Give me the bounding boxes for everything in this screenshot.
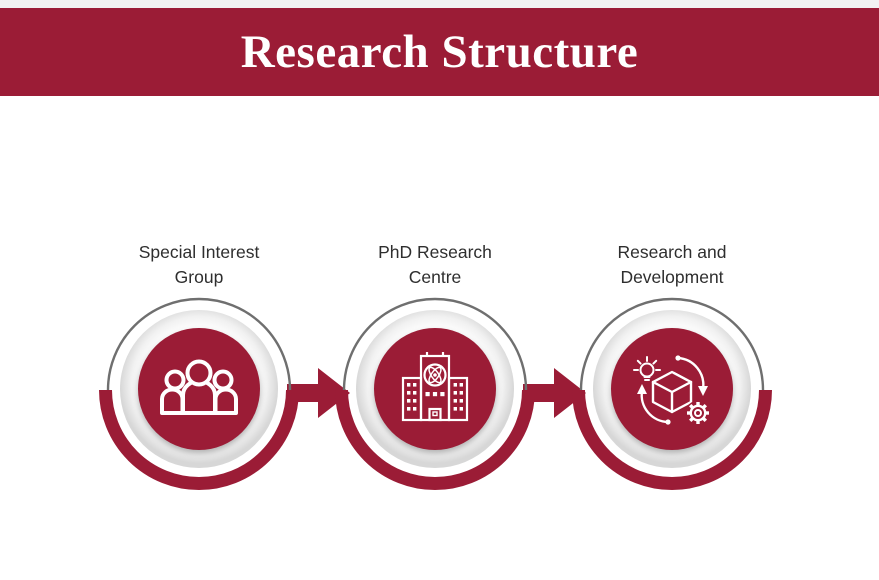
lightbulb-icon (633, 356, 661, 381)
label-research-and-development: Research and Development (557, 238, 787, 290)
label-special-interest-group: Special Interest Group (84, 238, 314, 290)
node-ring (335, 297, 535, 490)
header-banner: Research Structure (0, 8, 879, 96)
building-windows (407, 383, 463, 411)
research-building-icon (401, 352, 469, 422)
node-ring (572, 297, 772, 490)
page-title: Research Structure (240, 26, 639, 78)
node-ring (99, 297, 299, 490)
label-line: Special Interest (138, 242, 260, 262)
node-special-interest-group (94, 285, 304, 495)
research-structure-diagram: Special Interest Group PhD Research Cent… (0, 96, 879, 580)
label-line: Centre (408, 267, 462, 287)
package-box-icon (651, 370, 693, 414)
flow-arrow-icon (287, 368, 350, 418)
node-phd-research-centre (330, 285, 540, 495)
gear-icon (685, 400, 711, 426)
people-group-icon (160, 359, 238, 415)
node-research-and-development (567, 285, 777, 495)
label-line: Group (174, 267, 224, 287)
label-phd-research-centre: PhD Research Centre (320, 238, 550, 290)
flow-arrow-icon (523, 368, 586, 418)
label-line: Research and (617, 242, 727, 262)
label-line: PhD Research (378, 242, 492, 262)
top-strip (0, 0, 879, 8)
rd-cycle-icon (633, 355, 711, 426)
label-line: Development (620, 267, 724, 287)
